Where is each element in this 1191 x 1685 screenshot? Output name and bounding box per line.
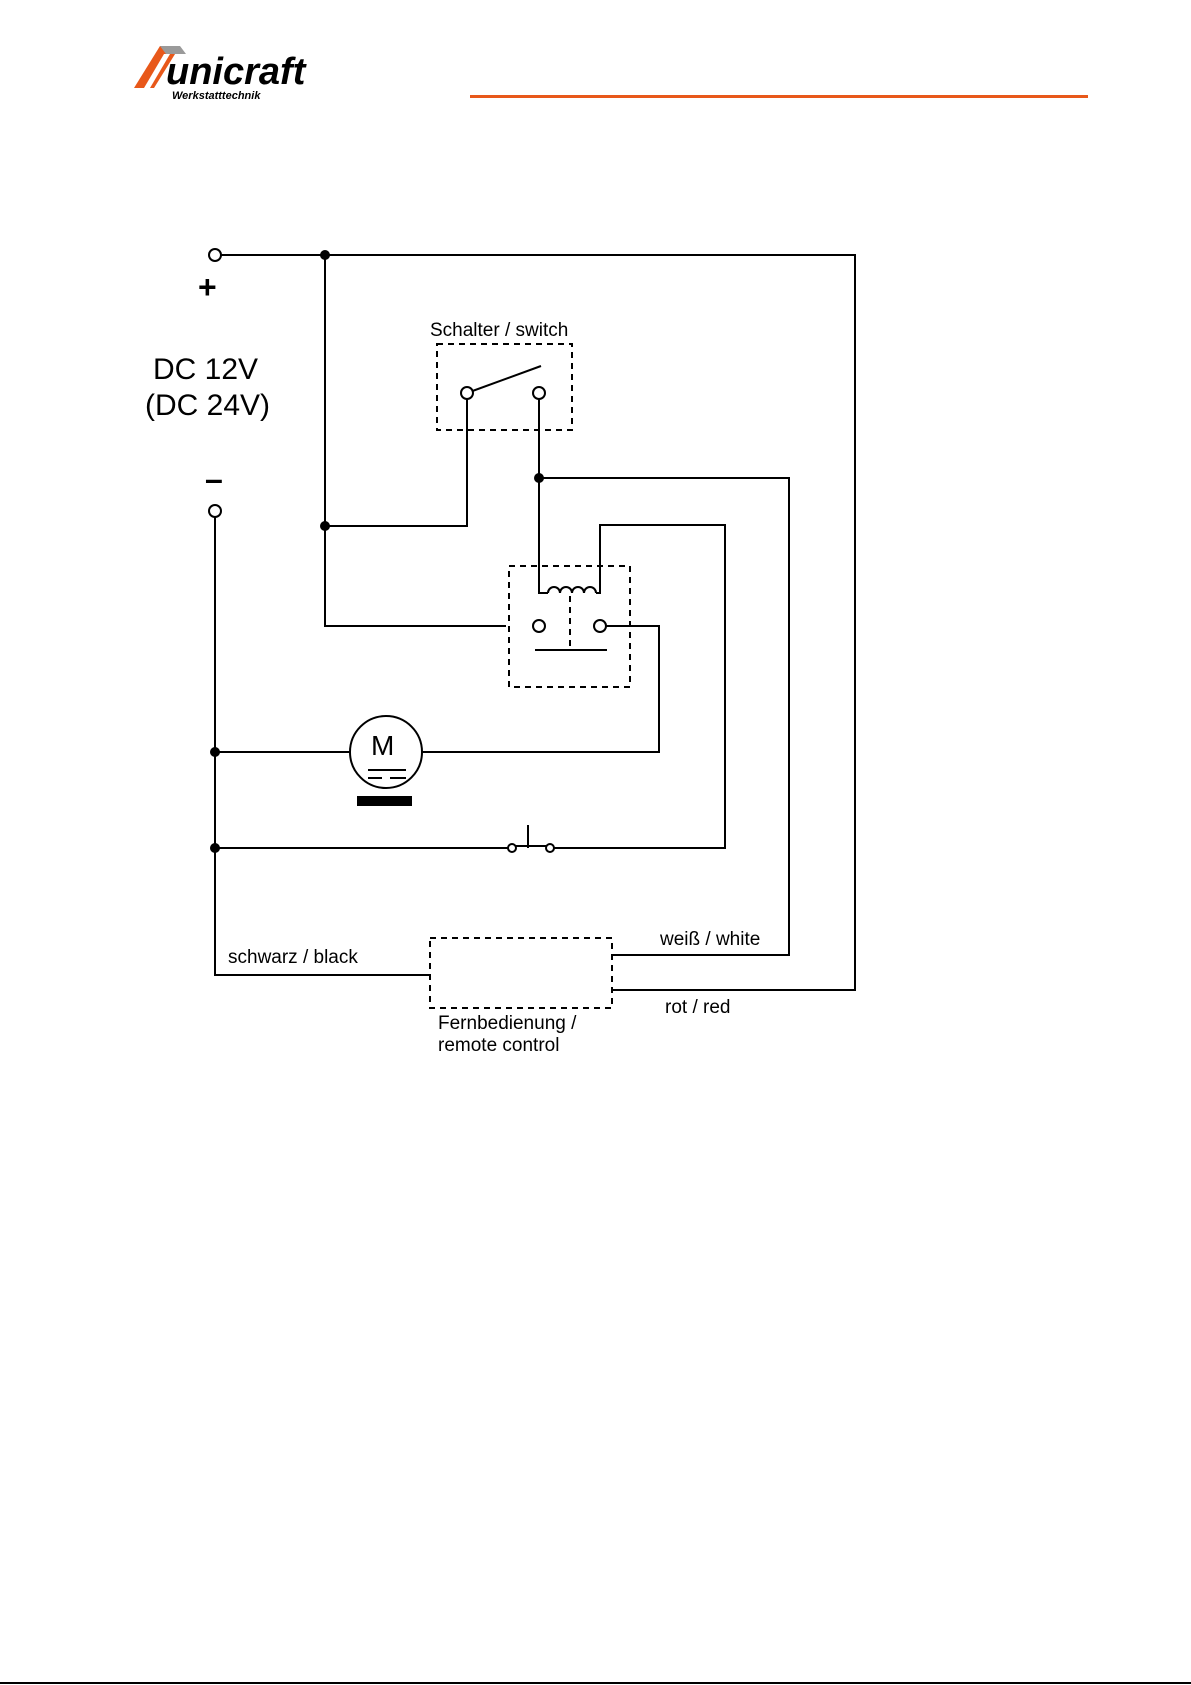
relay-coil-icon — [548, 587, 596, 593]
switch-contact-left — [461, 387, 473, 399]
page-bottom-rule — [0, 1682, 1191, 1684]
negative-rail-wire — [215, 517, 430, 975]
switch-contact-right — [533, 387, 545, 399]
black-wire-label: schwarz / black — [228, 947, 358, 968]
positive-terminal — [209, 249, 221, 261]
remote-control-label-line1: Fernbedienung / — [438, 1013, 577, 1034]
negative-terminal — [209, 505, 221, 517]
coil-right-lead — [550, 525, 725, 848]
positive-branch-wire — [325, 255, 506, 626]
motor-symbol: M — [371, 730, 394, 761]
white-wire-label: weiß / white — [659, 929, 760, 950]
remote-control-label-line2: remote control — [438, 1035, 559, 1056]
relay-contact-left — [533, 620, 545, 632]
voltage-alt-label: (DC 24V) — [145, 389, 270, 422]
switch-lever — [467, 366, 541, 393]
coil-left-lead — [539, 478, 548, 593]
switch-box — [437, 344, 572, 430]
relay-motor-wire — [422, 626, 659, 752]
remote-control-box — [430, 938, 612, 1008]
red-wire-label: rot / red — [665, 997, 730, 1018]
switch-feed-wire — [325, 393, 467, 526]
white-wire — [539, 478, 789, 955]
negative-terminal-label: – — [205, 461, 223, 497]
pushbutton-icon — [505, 825, 554, 852]
positive-terminal-label: + — [198, 269, 217, 305]
voltage-primary-label: DC 12V — [153, 353, 258, 386]
switch-label: Schalter / switch — [430, 320, 568, 341]
relay-contact-right — [594, 620, 606, 632]
